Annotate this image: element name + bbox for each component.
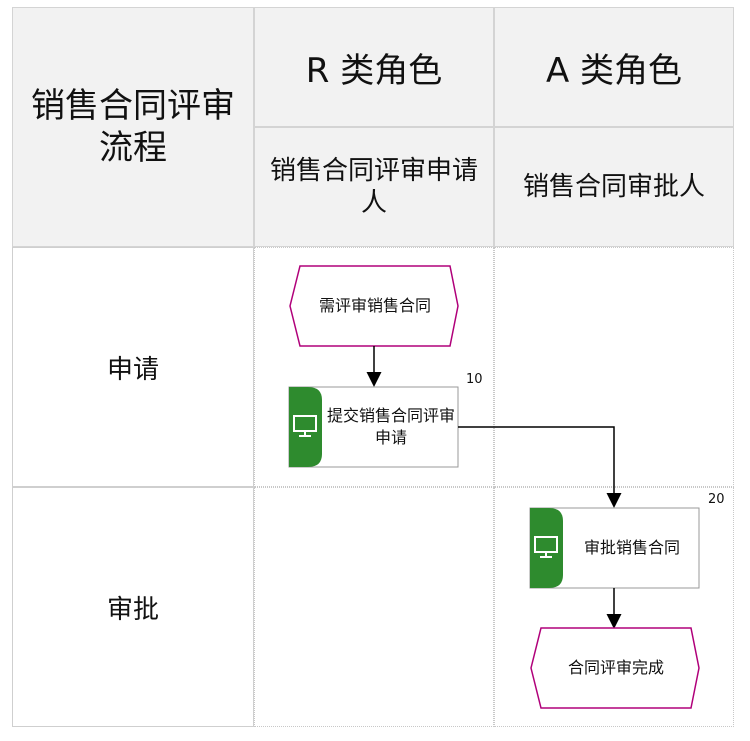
task-approve-accent bbox=[530, 508, 563, 588]
lane-label-apply: 申请 bbox=[12, 247, 254, 487]
role-subtitle-a: 销售合同审批人 bbox=[494, 127, 734, 247]
task-approve-label: 审批销售合同 bbox=[583, 538, 680, 557]
role-subtitle-r: 销售合同评审申请人 bbox=[254, 127, 494, 247]
task-approve-number: 20 bbox=[708, 492, 725, 507]
start-event-shape[interactable] bbox=[289, 265, 459, 347]
start-event-label: 需评审销售合同 bbox=[318, 296, 431, 315]
end-event-shape[interactable] bbox=[530, 627, 700, 709]
role-header-a: A 类角色 bbox=[494, 7, 734, 127]
task-submit-label: 提交销售合同评审申请 bbox=[326, 406, 455, 447]
monitor-icon bbox=[293, 415, 317, 437]
monitor-icon bbox=[534, 536, 558, 558]
end-event-label: 合同评审完成 bbox=[567, 658, 664, 677]
task-submit-accent bbox=[289, 387, 322, 467]
lane-label-approve: 审批 bbox=[12, 487, 254, 727]
grid-cell-r-approve bbox=[254, 487, 494, 727]
task-submit-number: 10 bbox=[466, 372, 483, 387]
grid-cell-r-apply bbox=[254, 247, 494, 487]
connector-submit-to-approve bbox=[458, 426, 622, 508]
process-title: 销售合同评审流程 bbox=[12, 7, 254, 247]
role-header-r: R 类角色 bbox=[254, 7, 494, 127]
